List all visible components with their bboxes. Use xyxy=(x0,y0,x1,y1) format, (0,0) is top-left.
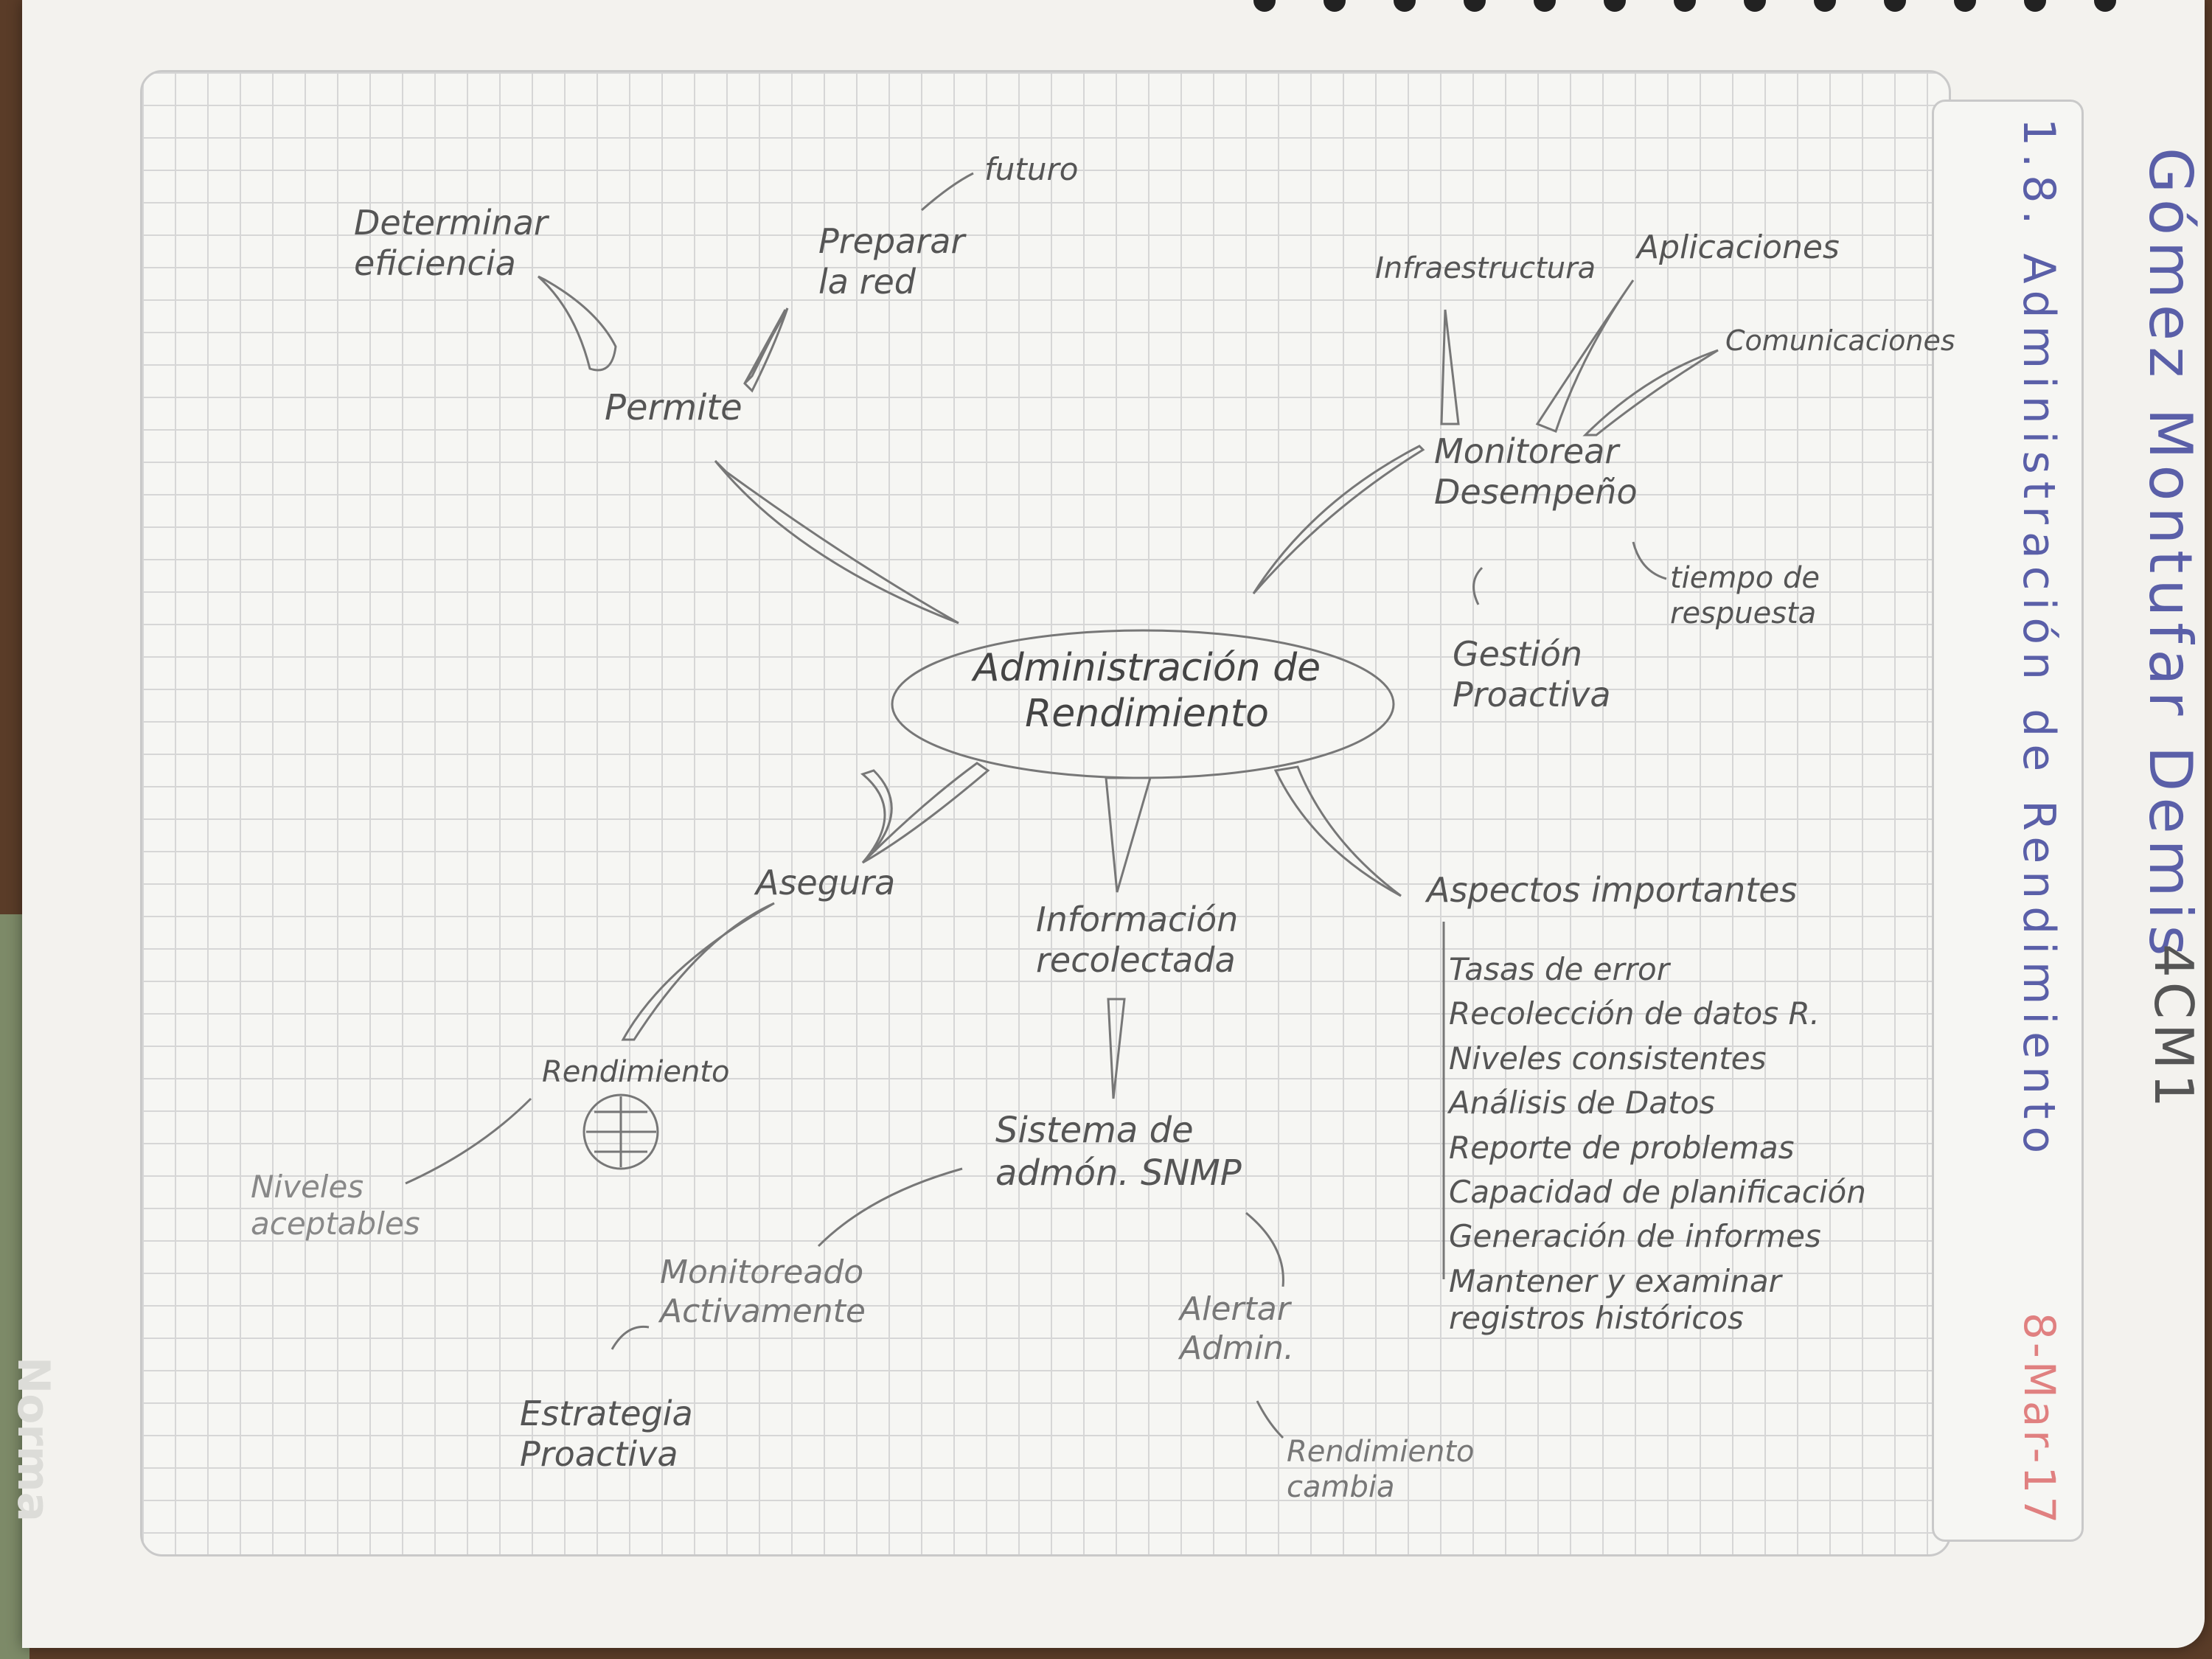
node-aspectos: Aspectos importantes xyxy=(1427,870,1798,910)
branch-infra xyxy=(1440,309,1460,425)
line-tiempo xyxy=(1632,541,1667,580)
node-aplicaciones: Aplicaciones xyxy=(1637,229,1840,266)
aspecto-item: Análisis de Datos xyxy=(1449,1085,1716,1121)
node-asegura: Asegura xyxy=(756,863,896,902)
branch-sistema xyxy=(1107,998,1126,1099)
aspecto-item: Tasas de error xyxy=(1449,951,1670,987)
aspecto-item: Generación de informes xyxy=(1449,1218,1821,1255)
node-preparar: Preparar la red xyxy=(818,221,965,302)
node-permite: Permite xyxy=(605,387,742,428)
aspecto-item: Mantener y examinar registros históricos xyxy=(1449,1262,1781,1337)
grid-area xyxy=(140,70,1951,1557)
branch-rendimiento xyxy=(621,902,775,1041)
node-alertar: Alertar Admin. xyxy=(1180,1290,1294,1367)
branch-determinar xyxy=(537,275,617,372)
node-tiempo: tiempo de respuesta xyxy=(1670,561,1820,630)
node-futuro: futuro xyxy=(984,151,1079,187)
node-gestion: Gestión Proactiva xyxy=(1453,634,1611,715)
aspecto-item: Reporte de problemas xyxy=(1449,1129,1795,1166)
branch-monitorear xyxy=(1252,445,1425,594)
node-niveles: Niveles aceptables xyxy=(251,1169,420,1242)
node-informacion: Información recolectada xyxy=(1036,900,1239,981)
branch-permite xyxy=(714,459,959,625)
node-rend-cambia: Rendimiento cambia xyxy=(1287,1435,1475,1504)
node-infraestructura: Infraestructura xyxy=(1375,251,1596,285)
line-monitoreado xyxy=(817,1167,963,1248)
line-estrategia xyxy=(611,1325,650,1350)
aspecto-item: Niveles consistentes xyxy=(1449,1040,1767,1077)
aspecto-item: Recolección de datos R. xyxy=(1449,995,1820,1032)
aspecto-item: Capacidad de planificación xyxy=(1449,1173,1866,1210)
header-box xyxy=(1932,100,2084,1542)
central-node: Administración de Rendimiento xyxy=(973,646,1321,737)
branch-informacion xyxy=(1105,776,1152,893)
line-futuro xyxy=(921,172,974,212)
aspectos-list: Tasas de error Recolección de datos R. N… xyxy=(1449,951,1935,1345)
line-niveles xyxy=(405,1097,532,1185)
branch-aspectos xyxy=(1273,765,1402,897)
node-sistema: Sistema de admón. SNMP xyxy=(995,1110,1242,1194)
branch-comunic xyxy=(1582,349,1719,437)
globe-icon xyxy=(582,1093,659,1170)
node-determinar: Determinar eficiencia xyxy=(354,203,548,284)
line-cambia xyxy=(1256,1400,1284,1439)
node-rendimiento: Rendimiento xyxy=(542,1055,730,1089)
branch-aplic xyxy=(1535,279,1635,433)
node-comunicaciones: Comunicaciones xyxy=(1725,324,1955,357)
node-monitoreado: Monitoreado Activamente xyxy=(660,1253,866,1330)
line-alertar xyxy=(1245,1211,1284,1287)
branch-asegura-left xyxy=(861,762,990,864)
node-monitorear: Monitorear Desempeño xyxy=(1434,431,1638,512)
node-estrategia: Estrategia Proactiva xyxy=(520,1394,693,1475)
line-gestion xyxy=(1472,566,1484,605)
